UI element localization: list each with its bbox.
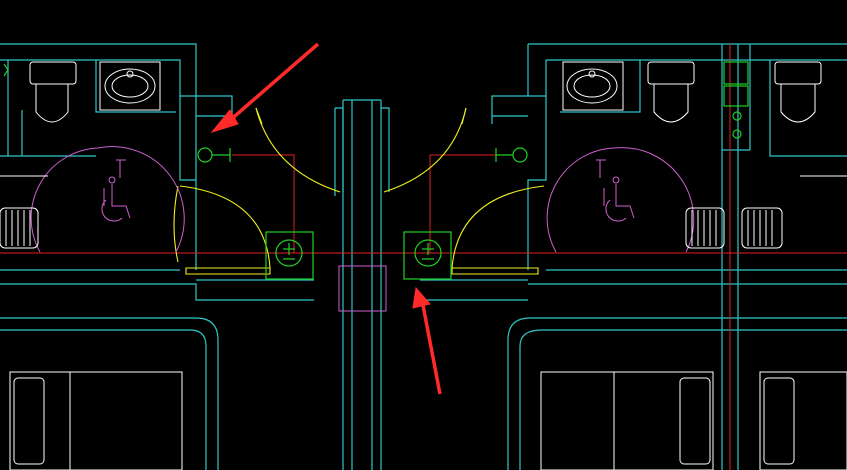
- corridor-door-frame-left: [334, 107, 344, 196]
- walls-layer: [0, 43, 847, 470]
- radiator-icon: [741, 207, 783, 249]
- lower-right-room-inner: [519, 329, 847, 470]
- right-shaft: [721, 44, 751, 470]
- shaft-equipment-icon[interactable]: [723, 61, 749, 139]
- left-lower-door-leaf: [185, 267, 271, 275]
- outlet-icon[interactable]: [403, 231, 452, 280]
- radiator-icon: [685, 207, 725, 249]
- left-restroom-inner-wall: [0, 59, 197, 270]
- left-door-jamb: [196, 115, 314, 281]
- corridor-access-panel: [338, 265, 387, 312]
- right-lower-door-arc: [451, 185, 545, 269]
- right-lower-door-leaf: [451, 267, 539, 275]
- sink-icon: [99, 61, 161, 111]
- sink-icon: [562, 61, 624, 111]
- annotation-layer: [210, 42, 442, 395]
- left-edge-marker: [3, 63, 9, 77]
- right-restroom-partition: [560, 60, 847, 157]
- toilet-icon: [774, 61, 822, 123]
- annotation-arrow-lower: [420, 299, 442, 395]
- annotation-arrow-upper: [226, 42, 320, 124]
- left-branch-wiring: [232, 154, 295, 253]
- bed-icon: [759, 371, 847, 470]
- bed-icon: [540, 371, 714, 470]
- right-turning-circle: [546, 147, 695, 253]
- toilet-icon: [647, 61, 695, 123]
- corridor-wall-left: [342, 100, 353, 470]
- left-restroom-partition: [0, 60, 176, 157]
- floor-drain-icon[interactable]: [495, 147, 528, 163]
- bed-icon: [9, 371, 183, 470]
- left-lower-door-arc: [179, 185, 271, 269]
- accessibility-layer: [30, 146, 695, 312]
- lower-left-room: [0, 317, 219, 470]
- floor-drain-icon[interactable]: [197, 147, 231, 163]
- corridor-wall-right: [371, 100, 382, 470]
- doors-layer: [173, 107, 545, 275]
- radiator-icon: [0, 207, 39, 249]
- annotation-arrowhead-lower: [412, 286, 431, 309]
- lower-left-room-inner: [0, 329, 207, 470]
- furniture-layer: [9, 371, 847, 470]
- toilet-icon: [29, 61, 77, 123]
- corridor-door-frame-right: [381, 107, 390, 192]
- right-door-leaf: [461, 107, 467, 125]
- devices-layer: [3, 61, 749, 280]
- fixtures-layer: [0, 61, 847, 249]
- wheelchair-icon: [596, 159, 635, 222]
- right-restroom-bottom-wall: [420, 269, 847, 301]
- right-door-jamb: [420, 115, 528, 281]
- wheelchair-icon: [101, 159, 131, 222]
- annotation-arrowhead-upper: [210, 109, 239, 133]
- left-door-swing-arc: [255, 107, 341, 193]
- left-restroom-bottom-wall: [0, 269, 314, 301]
- outlet-icon[interactable]: [265, 231, 314, 280]
- right-restroom-outer-wall: [491, 43, 847, 124]
- left-door-leaf: [255, 107, 263, 125]
- wiring-layer: [0, 44, 847, 470]
- right-branch-wiring: [429, 154, 498, 253]
- left-turning-circle: [30, 146, 185, 253]
- right-door-swing-arc: [383, 107, 467, 193]
- right-restroom-inner-wall: [527, 59, 847, 270]
- left-restroom-door-arc: [173, 185, 179, 263]
- lower-right-room: [507, 317, 847, 470]
